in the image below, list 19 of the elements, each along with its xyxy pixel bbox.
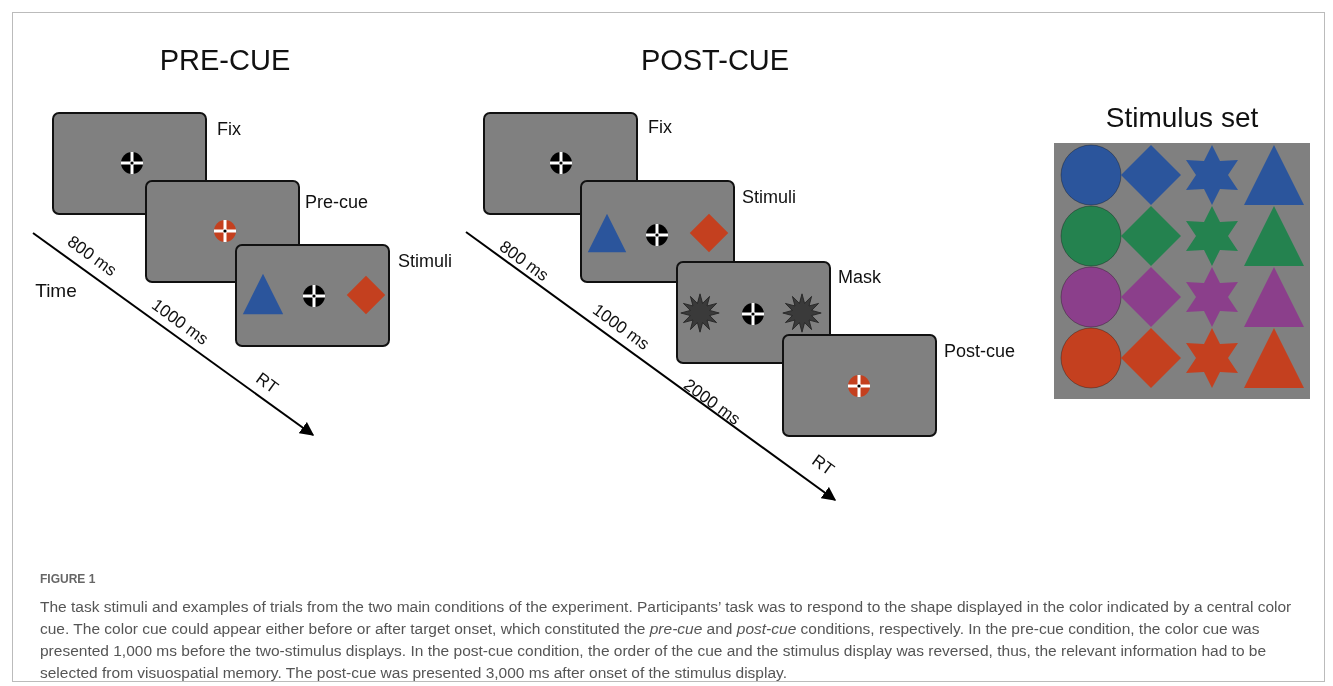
duration-label: 1000 ms	[589, 300, 653, 354]
screen-label: Mask	[838, 268, 881, 286]
screen-label: Post-cue	[944, 342, 1016, 360]
duration-label: 1000 ms	[148, 295, 212, 349]
duration-label: RT	[252, 369, 282, 397]
screen-label: Pre-cue	[305, 193, 369, 211]
duration-label: 800 ms	[64, 232, 120, 280]
duration-label: 800 ms	[496, 237, 552, 285]
condition-title: PRE-CUE	[159, 45, 291, 75]
caption-text: The task stimuli and examples of trials from the two main conditions of the experiment. Participants’ task was to respond to the shape displayed in the color indicated by a central color cue. The color cue could appear either before or after target onset, which constituted the pre-cue and post-cue conditions, respectively. In the pre-cue condition, the color cue was presented 1,000 ms before the two-stimulus displays. In the post-cue condition, the order of the cue and the stimulus display was reversed, thus, the relevant information had to be selected from visuospatial memory. The post-cue was presented 3,000 ms after onset of the stimulus display.	[40, 597, 1293, 683]
screen-label: Stimuli	[742, 188, 796, 206]
screen-label: Stimuli	[398, 252, 452, 270]
screen-label: Fix	[217, 120, 241, 138]
duration-label: RT	[808, 451, 838, 479]
panel-title: Stimulus set	[1104, 104, 1260, 132]
figure-label: FIGURE 1	[40, 573, 96, 585]
condition-title: POST-CUE	[640, 45, 790, 75]
screen-label: Fix	[648, 118, 672, 136]
axis-label: Time	[35, 280, 77, 300]
